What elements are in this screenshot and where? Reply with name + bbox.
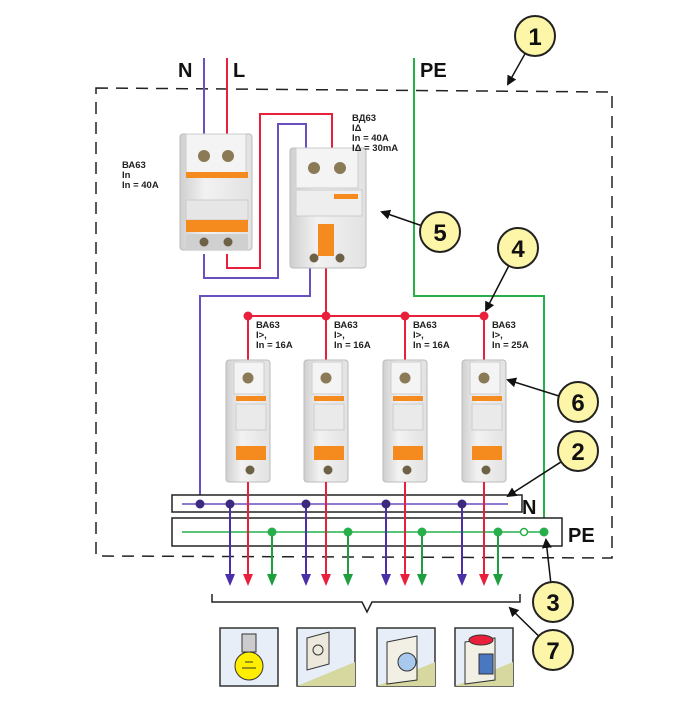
earth-junction: [267, 527, 277, 537]
branch-breaker-spec: I>,: [413, 330, 424, 341]
branch-breaker-spec: ВА63: [492, 320, 516, 331]
rcd-device[interactable]: [289, 147, 367, 269]
earth-junction: [343, 527, 353, 537]
neutral-junction: [381, 499, 391, 509]
power-socket-icon: [296, 627, 356, 687]
branch-feed-wires: [247, 316, 485, 360]
callout-3: 3: [532, 581, 574, 623]
neutral-junction: [301, 499, 311, 509]
circuit-line-wire-arrowhead: [479, 574, 489, 586]
busbar-label-pe: PE: [568, 525, 595, 547]
busbar-label-n: N: [522, 497, 536, 519]
rcd-neutral-out-wire: [199, 268, 311, 504]
branch-breaker-spec: ВА63: [334, 320, 358, 331]
main-breaker[interactable]: [179, 133, 253, 251]
branch-breaker-spec: I>,: [334, 330, 345, 341]
earth-bus-junction: [539, 527, 549, 537]
supply-label-l: L: [233, 60, 245, 82]
branch-breaker-spec: In = 16A: [413, 340, 450, 351]
neutral-junction: [457, 499, 467, 509]
callout-2: 2: [557, 430, 599, 472]
enclosure-outline: [95, 87, 613, 559]
electric-stove-icon: [454, 627, 514, 687]
callout-7: 7: [532, 629, 574, 671]
callout-arrow: [506, 461, 562, 498]
circuit-neutral-wire-arrowhead: [457, 574, 467, 586]
light-bulb-icon: [219, 627, 279, 687]
branch-breaker-spec: I>,: [492, 330, 503, 341]
neutral-junction: [225, 499, 235, 509]
callout-6: 6: [557, 381, 599, 423]
branch-breaker[interactable]: [303, 359, 349, 483]
callout-number: 3: [546, 590, 559, 617]
branch-breaker-spec: ВА63: [256, 320, 280, 331]
branch-breaker-spec: ВА63: [413, 320, 437, 331]
washing-machine-icon: [376, 627, 436, 687]
callout-4: 4: [497, 227, 539, 269]
branch-breaker[interactable]: [225, 359, 271, 483]
callout-number: 7: [546, 638, 559, 665]
branch-breaker-spec: In = 16A: [334, 340, 371, 351]
circuit-earth-wire-arrowhead: [267, 574, 277, 586]
supply-label-pe: PE: [420, 60, 447, 82]
circuit-neutral-wire-arrowhead: [381, 574, 391, 586]
main-breaker-spec-1: In: [122, 170, 131, 181]
circuit-earth-wire-arrowhead: [493, 574, 503, 586]
callout-number: 1: [528, 24, 541, 51]
callout-arrow: [485, 265, 510, 312]
main-to-rcd-line-wire: [226, 113, 333, 269]
circuit-neutral-wire-arrowhead: [301, 574, 311, 586]
supply-label-n: N: [178, 60, 192, 82]
rcd-spec-2: In = 40A: [352, 133, 389, 144]
circuit-line-wire-arrowhead: [243, 574, 253, 586]
callout-1: 1: [514, 15, 556, 57]
neutral-bus-junction: [195, 499, 205, 509]
circuit-earth-wire-arrowhead: [417, 574, 427, 586]
main-breaker-spec-2: In = 40A: [122, 180, 159, 191]
circuit-earth-wire-arrowhead: [343, 574, 353, 586]
callout-arrow: [508, 606, 540, 637]
earth-junction: [493, 527, 503, 537]
earth-junction: [417, 527, 427, 537]
rcd-spec-1: IΔ: [352, 123, 362, 134]
callout-number: 6: [571, 390, 584, 417]
branch-breaker-spec: In = 25A: [492, 340, 529, 351]
callout-arrow: [380, 209, 422, 227]
callout-number: 4: [511, 236, 525, 263]
callout-arrow: [507, 53, 526, 86]
loads-brace: [211, 594, 521, 614]
callout-number: 2: [571, 439, 584, 466]
callout-5: 5: [419, 211, 461, 253]
main-to-rcd-neutral-wire: [203, 123, 307, 279]
branch-breaker[interactable]: [461, 359, 507, 483]
branch-breaker[interactable]: [382, 359, 428, 483]
callout-number: 5: [433, 220, 446, 247]
circuit-neutral-wire-arrowhead: [225, 574, 235, 586]
callout-arrow: [541, 538, 552, 583]
rcd-spec-3: IΔ = 30mA: [352, 143, 398, 154]
supply-earth-wire: [413, 58, 545, 532]
callout-arrow: [506, 377, 560, 397]
rcd-model: ВД63: [352, 113, 376, 124]
earth-bus-terminal: [519, 527, 529, 537]
branch-breaker-spec: I>,: [256, 330, 267, 341]
main-breaker-model: ВА63: [122, 160, 146, 171]
circuit-line-wire-arrowhead: [400, 574, 410, 586]
branch-breaker-spec: In = 16A: [256, 340, 293, 351]
circuit-line-wire-arrowhead: [321, 574, 331, 586]
